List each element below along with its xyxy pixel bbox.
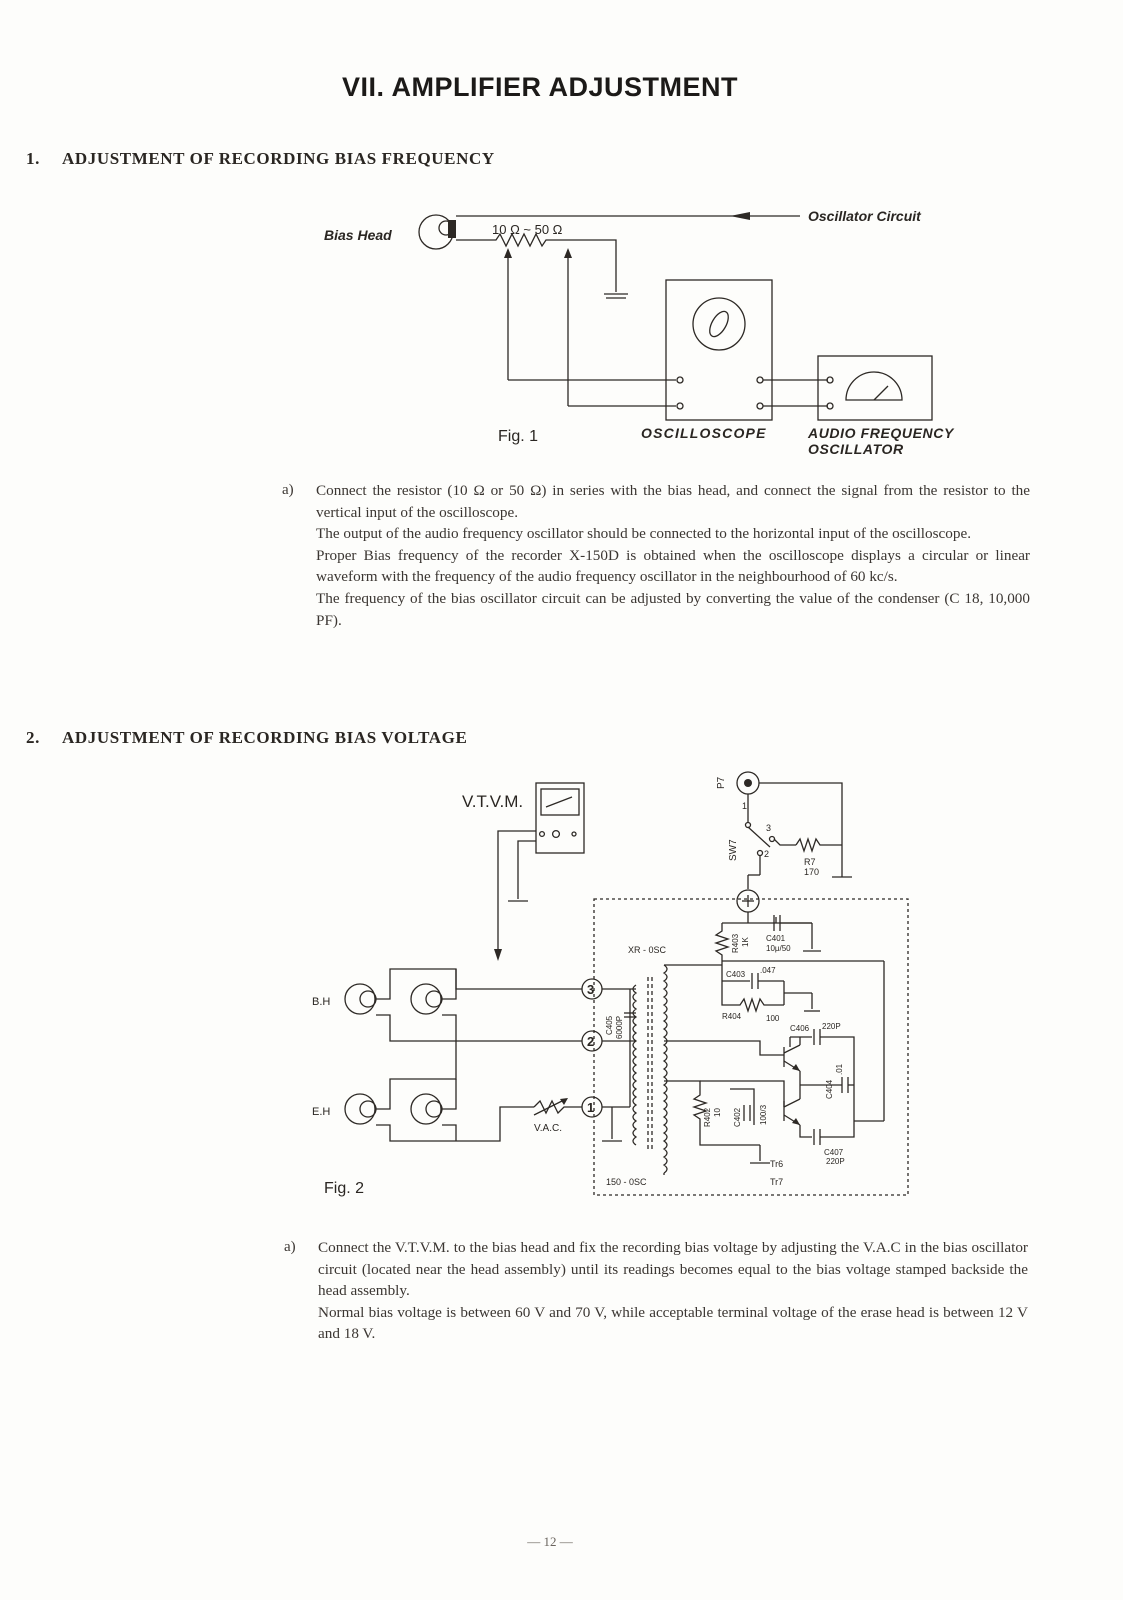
terminal-2-label: 2 xyxy=(587,1034,594,1049)
vtvm-meter-icon xyxy=(535,782,585,854)
c403-value: .047 xyxy=(760,966,776,975)
section-1-heading: 1. ADJUSTMENT OF RECORDING BIAS FREQUENCY xyxy=(26,149,495,169)
section-1-paragraph: The frequency of the bias oscillator cir… xyxy=(316,589,1030,629)
bias-head-2-icon xyxy=(410,983,443,1015)
section-1-paragraph: Connect the resistor (10 Ω or 50 Ω) in s… xyxy=(316,482,1030,521)
r404-label: R404 xyxy=(722,1012,742,1021)
c406-label: C406 xyxy=(790,1024,810,1033)
r403-value: 1K xyxy=(741,937,750,947)
terminal-2: 2 xyxy=(581,1030,603,1052)
r404-value: 100 xyxy=(766,1014,780,1023)
c404-value: .01 xyxy=(835,1063,844,1075)
bias-head-icon xyxy=(418,214,456,250)
c402-value: 100/3 xyxy=(759,1104,768,1125)
sw7-pos-1: 1 xyxy=(742,801,747,811)
r402-value: 10 xyxy=(713,1108,722,1117)
oscilloscope-label: OSCILLOSCOPE xyxy=(641,425,767,441)
bh-label: B.H xyxy=(312,996,330,1008)
transistor-tr7-icon xyxy=(783,1098,801,1126)
c405-value: 6000P xyxy=(615,1016,624,1039)
terminal-3: 3 xyxy=(581,978,603,1000)
terminal-1-label: 1 xyxy=(587,1100,594,1115)
section-2-title: ADJUSTMENT OF RECORDING BIAS VOLTAGE xyxy=(62,728,468,747)
section-1-text: Connect the resistor (10 Ω or 50 Ω) in s… xyxy=(316,480,1030,631)
figure-2-diagram: V.T.V.M. P7 SW7 1 2 3 R7 170 R403 1K xyxy=(312,771,909,1197)
transformer-icon xyxy=(632,964,668,1174)
eh-label: E.H xyxy=(312,1106,330,1118)
fig-2-caption: Fig. 2 xyxy=(324,1180,364,1197)
resistor-icon xyxy=(456,232,617,292)
section-2-paragraph: Connect the V.T.V.M. to the bias head an… xyxy=(318,1239,1028,1300)
section-1-number: 1. xyxy=(26,149,40,168)
resistor-label: 10 Ω ~ 50 Ω xyxy=(492,222,563,237)
c407-value: 220P xyxy=(826,1157,845,1166)
vtvm-label: V.T.V.M. xyxy=(462,792,523,811)
section-1-marker: a) xyxy=(282,482,294,498)
c401-label: C401 xyxy=(766,934,786,943)
c402-label: C402 xyxy=(733,1107,742,1127)
erase-head-2-icon xyxy=(410,1093,443,1125)
c401-value: 10μ/50 xyxy=(766,944,791,953)
c405-label: C405 xyxy=(605,1015,614,1035)
fig-1-caption: Fig. 1 xyxy=(498,428,538,445)
sw7-pos-3: 3 xyxy=(766,823,771,833)
page-title: VII. AMPLIFIER ADJUSTMENT xyxy=(341,72,738,102)
c407-label: C407 xyxy=(824,1148,844,1157)
audio-frequency-oscillator-icon xyxy=(817,355,933,421)
r7-value: 170 xyxy=(804,867,819,877)
r402-label: R402 xyxy=(703,1107,712,1127)
section-1-title: ADJUSTMENT OF RECORDING BIAS FREQUENCY xyxy=(62,149,495,168)
c404-label: C404 xyxy=(825,1079,834,1099)
page-number: — 12 — xyxy=(527,1534,573,1549)
section-2-paragraph: Normal bias voltage is between 60 V and … xyxy=(318,1303,1028,1343)
transistor-tr6-icon xyxy=(783,1044,801,1072)
sw7-pos-2: 2 xyxy=(764,849,769,859)
section-2-marker: a) xyxy=(284,1239,296,1255)
erase-head-1-icon xyxy=(344,1093,377,1125)
p7-label: P7 xyxy=(716,776,727,789)
c403-label: C403 xyxy=(726,970,746,979)
bias-head-1-icon xyxy=(344,983,377,1015)
afo-label-line-1: AUDIO FREQUENCY xyxy=(807,425,955,441)
oscilloscope-icon xyxy=(665,279,773,421)
vac-resistor-icon xyxy=(533,1099,582,1115)
xr-osc-label: XR - 0SC xyxy=(628,945,667,955)
r403-label: R403 xyxy=(731,933,740,953)
section-1-paragraph: Proper Bias frequency of the recorder X-… xyxy=(316,546,1030,586)
sw7-label: SW7 xyxy=(728,839,739,861)
osc150-label: 150 - 0SC xyxy=(606,1177,647,1187)
tr7-label: Tr7 xyxy=(770,1177,783,1187)
section-1-paragraph: The output of the audio frequency oscill… xyxy=(316,525,971,543)
jack-icon xyxy=(736,771,760,795)
oscillator-circuit-label: Oscillator Circuit xyxy=(808,208,922,224)
afo-label-line-2: OSCILLATOR xyxy=(808,441,904,457)
figure-1-diagram: Bias Head Oscillator Circuit 10 Ω ~ 50 Ω xyxy=(324,208,955,457)
section-2-heading: 2. ADJUSTMENT OF RECORDING BIAS VOLTAGE xyxy=(26,728,467,748)
terminal-3-label: 3 xyxy=(587,982,594,997)
r7-resistor-icon xyxy=(795,836,842,854)
vac-label: V.A.C. xyxy=(534,1123,562,1134)
section-2-text: Connect the V.T.V.M. to the bias head an… xyxy=(318,1237,1028,1345)
c406-value: 220P xyxy=(822,1022,841,1031)
r7-label: R7 xyxy=(804,857,816,867)
ground-icon xyxy=(604,293,628,299)
terminal-1: 1 xyxy=(581,1096,603,1118)
section-2-number: 2. xyxy=(26,728,40,747)
tr6-label: Tr6 xyxy=(770,1159,783,1169)
bias-head-label: Bias Head xyxy=(324,227,392,243)
